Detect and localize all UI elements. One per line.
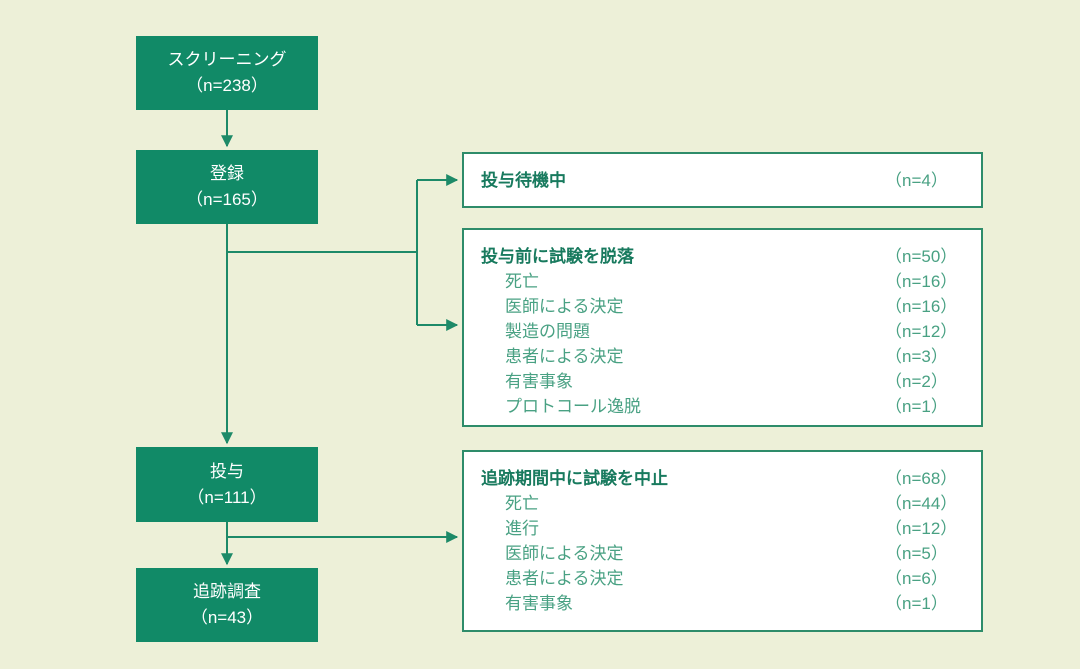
flow-box-n: （n=238） xyxy=(186,76,268,95)
detail-item-row: プロトコール逸脱 （n=1） xyxy=(464,394,981,419)
detail-item-label: プロトコール逸脱 xyxy=(505,397,641,416)
detail-item-label: 製造の問題 xyxy=(505,322,590,341)
detail-n: （n=68） xyxy=(885,469,958,488)
detail-n: （n=4） xyxy=(885,170,948,190)
detail-item-n: （n=2） xyxy=(885,372,948,391)
detail-item-row: 死亡 （n=16） xyxy=(464,269,981,294)
detail-item-label: 患者による決定 xyxy=(505,347,624,366)
flow-box-label: 追跡調査 xyxy=(193,582,261,601)
detail-item-n: （n=16） xyxy=(885,297,958,316)
flow-box-label: スクリーニング xyxy=(167,50,287,69)
detail-item-label: 有害事象 xyxy=(505,372,573,391)
detail-item-label: 死亡 xyxy=(505,272,539,291)
detail-box-awaiting-treatment: 投与待機中 （n=4） xyxy=(462,152,983,208)
flow-box-followup: 追跡調査 （n=43） xyxy=(136,568,318,642)
detail-title: 投与前に試験を脱落 xyxy=(481,247,634,266)
detail-header-row: 追跡期間中に試験を中止 （n=68） xyxy=(464,466,981,491)
detail-item-n: （n=16） xyxy=(885,272,958,291)
detail-item-row: 進行 （n=12） xyxy=(464,516,981,541)
detail-item-row: 医師による決定 （n=5） xyxy=(464,541,981,566)
detail-item-n: （n=12） xyxy=(885,322,958,341)
detail-item-label: 有害事象 xyxy=(505,594,573,613)
detail-item-n: （n=44） xyxy=(885,494,958,513)
detail-item-n: （n=1） xyxy=(885,594,948,613)
detail-item-n: （n=12） xyxy=(885,519,958,538)
detail-item-row: 有害事象 （n=2） xyxy=(464,369,981,394)
detail-item-row: 患者による決定 （n=3） xyxy=(464,344,981,369)
detail-item-n: （n=6） xyxy=(885,569,948,588)
detail-item-row: 患者による決定 （n=6） xyxy=(464,566,981,591)
detail-header-row: 投与前に試験を脱落 （n=50） xyxy=(464,244,981,269)
detail-item-row: 有害事象 （n=1） xyxy=(464,591,981,616)
flow-box-n: （n=43） xyxy=(190,608,264,627)
detail-item-row: 死亡 （n=44） xyxy=(464,491,981,516)
flow-box-label: 投与 xyxy=(210,461,244,481)
detail-item-n: （n=5） xyxy=(885,544,948,563)
detail-item-n: （n=1） xyxy=(885,397,948,416)
detail-item-n: （n=3） xyxy=(885,347,948,366)
detail-box-discontinued-during-followup: 追跡期間中に試験を中止 （n=68） 死亡 （n=44） 進行 （n=12） 医… xyxy=(462,450,983,632)
detail-item-label: 患者による決定 xyxy=(505,569,624,588)
flow-box-screening: スクリーニング （n=238） xyxy=(136,36,318,110)
detail-n: （n=50） xyxy=(885,247,958,266)
detail-item-row: 製造の問題 （n=12） xyxy=(464,319,981,344)
flow-box-n: （n=165） xyxy=(186,190,268,209)
flow-box-enrollment: 登録 （n=165） xyxy=(136,150,318,224)
detail-item-row: 医師による決定 （n=16） xyxy=(464,294,981,319)
flow-box-n: （n=111） xyxy=(187,487,267,507)
detail-item-label: 死亡 xyxy=(505,494,539,513)
detail-item-label: 医師による決定 xyxy=(505,297,624,316)
detail-item-label: 進行 xyxy=(505,519,539,538)
detail-title: 追跡期間中に試験を中止 xyxy=(481,469,668,488)
detail-item-label: 医師による決定 xyxy=(505,544,624,563)
detail-title: 投与待機中 xyxy=(481,170,566,190)
flow-box-treatment: 投与 （n=111） xyxy=(136,447,318,522)
detail-header-row: 投与待機中 （n=4） xyxy=(464,168,981,193)
flow-box-label: 登録 xyxy=(210,164,244,183)
detail-box-dropout-before-treatment: 投与前に試験を脱落 （n=50） 死亡 （n=16） 医師による決定 （n=16… xyxy=(462,228,983,427)
